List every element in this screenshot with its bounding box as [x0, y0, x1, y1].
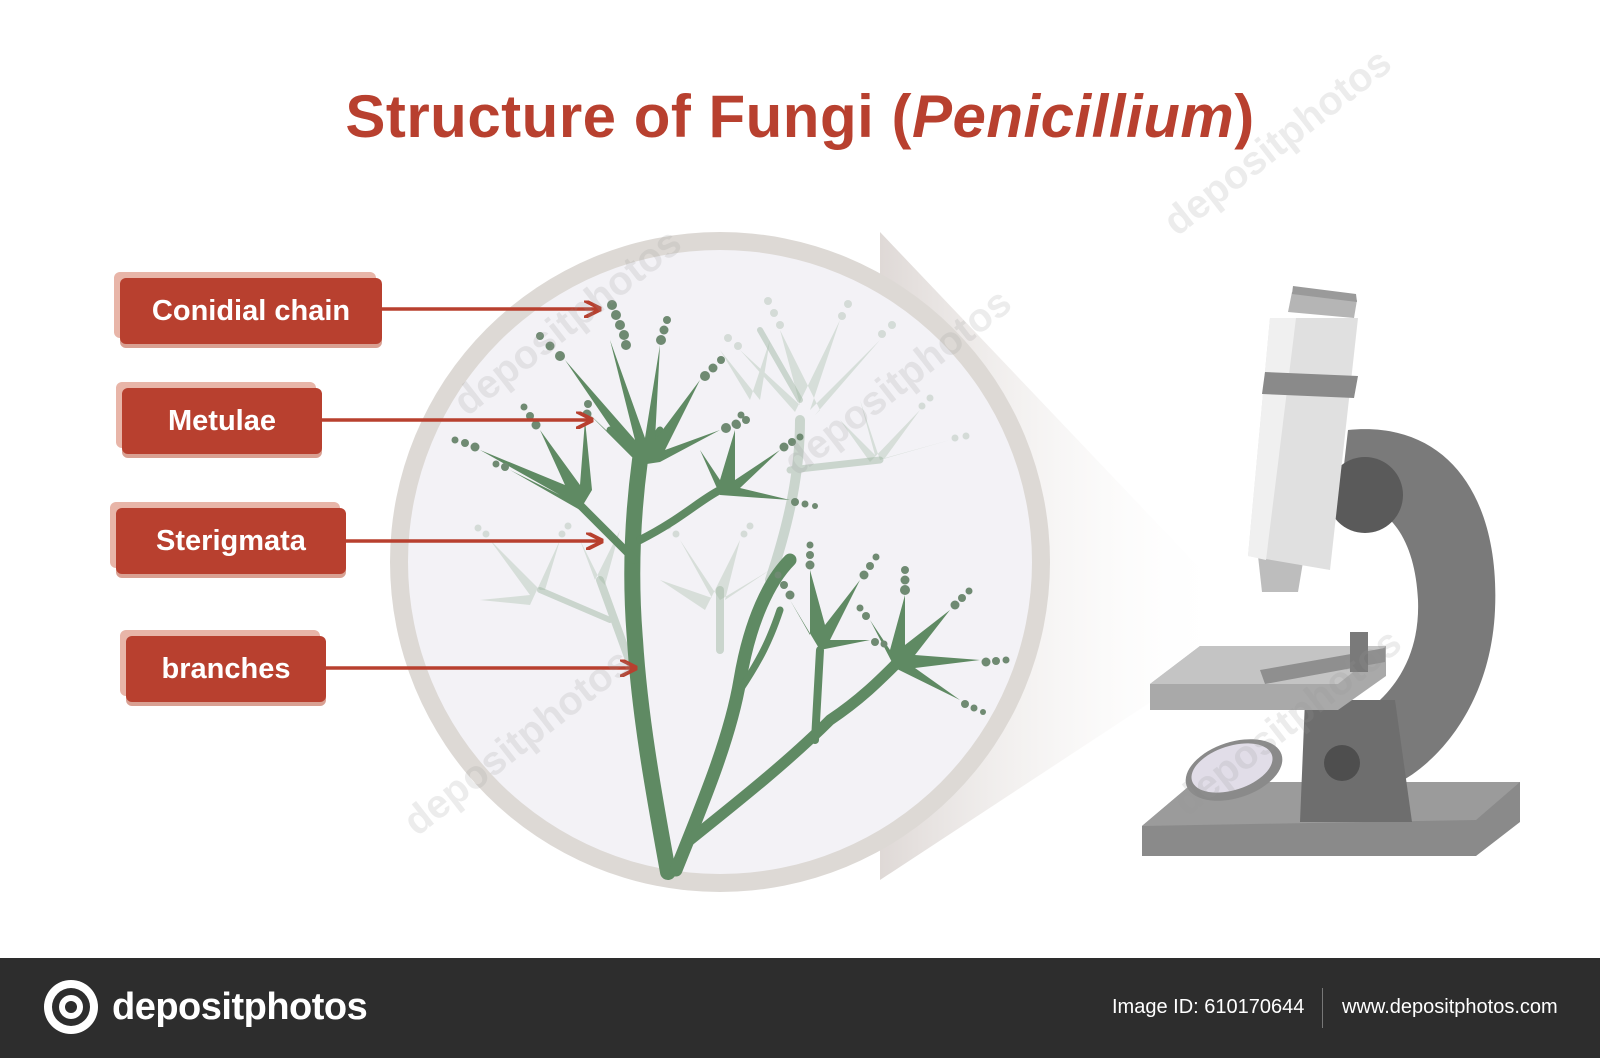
- label-sterigmata: Sterigmata: [116, 508, 346, 574]
- stage-post: [1350, 632, 1368, 672]
- microscope-arm: [1330, 429, 1496, 790]
- diagram-title: Structure of Fungi (Penicillium): [345, 83, 1255, 150]
- conidial-chains: [451, 300, 1010, 715]
- label-metulae: Metulae: [122, 388, 322, 454]
- diagram-illustration: [322, 232, 1520, 892]
- footer-divider: [1322, 988, 1323, 1028]
- microscope-illustration: [1142, 286, 1520, 856]
- footer-bar: depositphotos Image ID: 610170644 www.de…: [0, 958, 1600, 1058]
- label-conidial-chain: Conidial chain: [120, 278, 382, 344]
- brand-logo[interactable]: depositphotos: [42, 978, 368, 1036]
- magnified-view-circle: [408, 250, 1032, 874]
- fine-focus-knob: [1324, 745, 1360, 781]
- objective-lens: [1258, 556, 1304, 592]
- site-url-link[interactable]: www.depositphotos.com: [1342, 996, 1558, 1018]
- tube-band: [1262, 372, 1358, 398]
- focus-knob: [1327, 457, 1403, 533]
- label-branches: branches: [126, 636, 326, 702]
- label-arrows: [322, 309, 634, 668]
- background-spore-fans: [480, 320, 950, 610]
- image-id-text: Image ID: 610170644: [1112, 996, 1305, 1018]
- hyphae-branches: [576, 426, 901, 880]
- camera-icon: [44, 980, 98, 1034]
- brand-name: depositphotos: [112, 985, 368, 1028]
- metulae-fans: [480, 340, 980, 700]
